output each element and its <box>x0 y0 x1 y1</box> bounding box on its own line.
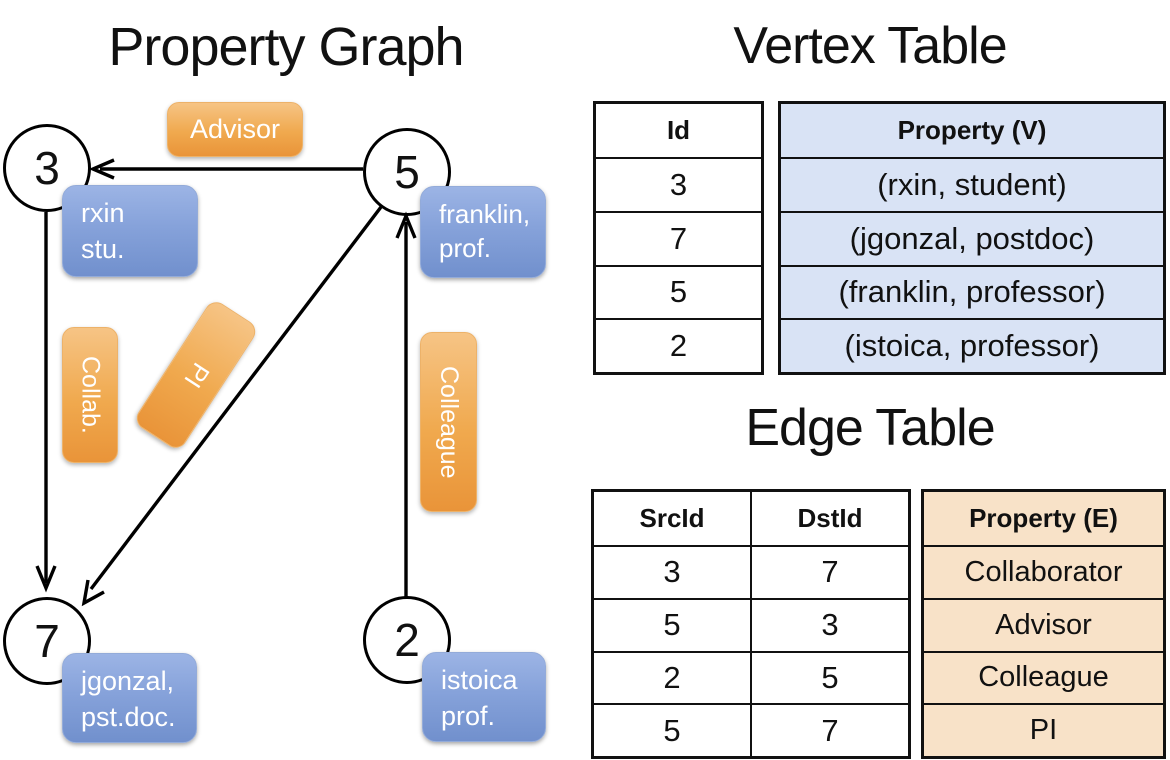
node-7-property-box: jgonzal, pst.doc. <box>62 653 197 743</box>
edge-table-property-cell: Collaborator <box>924 545 1163 598</box>
vertex-table-id-cell: 2 <box>596 318 761 372</box>
vertex-table-property-cell: (jgonzal, postdoc) <box>781 210 1163 265</box>
edge-table-header-row: SrcId DstId <box>594 492 908 545</box>
vertex-table-property-column: Property (V) (rxin, student) (jgonzal, p… <box>778 101 1166 375</box>
node-5-id: 5 <box>394 146 420 198</box>
edge-table-src-cell: 5 <box>663 712 681 748</box>
edge-table-id-columns: SrcId DstId 3 7 5 3 2 5 5 7 <box>591 489 911 759</box>
edge-table-title: Edge Table <box>745 399 995 457</box>
node-7-id: 7 <box>34 615 60 667</box>
node-3-property-box: rxin stu. <box>62 185 198 277</box>
edge-pi-5-to-7 <box>89 205 383 591</box>
node-5-property-box: franklin, prof. <box>420 186 546 278</box>
edge-label-advisor: Advisor <box>167 102 303 157</box>
edge-table-row: 2 5 <box>594 650 908 704</box>
node-5-property-line2: prof. <box>439 233 492 264</box>
node-5-property-line1: franklin, <box>439 199 531 229</box>
edge-table-dst-cell: 5 <box>750 652 908 704</box>
node-3-id: 3 <box>34 142 60 194</box>
vertex-table-property-cell: (rxin, student) <box>781 157 1163 211</box>
edge-table-row: 5 3 <box>594 597 908 651</box>
arrowhead-down-node-7 <box>35 565 57 593</box>
node-7-property-line1: jgonzal, <box>81 666 175 696</box>
edge-table-header-srcid: SrcId <box>639 503 705 533</box>
node-2-property-box: istoica prof. <box>422 652 546 742</box>
vertex-table-id-column: Id 3 7 5 2 <box>593 101 764 375</box>
node-2-property-line1: istoica <box>441 665 518 695</box>
edge-table-src-cell: 3 <box>663 554 681 590</box>
edge-table-property-column: Property (E) Collaborator Advisor Collea… <box>921 489 1166 759</box>
edge-table-property-cell: PI <box>924 703 1163 756</box>
edge-label-colleague: Colleague <box>420 332 477 512</box>
graph-edge-layer <box>35 158 417 607</box>
edge-table-src-cell: 5 <box>663 607 681 643</box>
edge-table-src-cell: 2 <box>663 659 681 695</box>
edge-table-property-cell: Colleague <box>924 650 1163 704</box>
node-7-property-line2: pst.doc. <box>81 701 176 732</box>
edge-table-dst-cell: 7 <box>750 705 908 756</box>
edge-label-collab: Collab. <box>62 327 118 463</box>
vertex-table-header-property: Property (V) <box>781 104 1163 157</box>
vertex-table-header-id: Id <box>666 115 691 145</box>
edge-table-row: 5 7 <box>594 703 908 756</box>
node-3-property-line1: rxin <box>81 198 125 228</box>
node-2-property-line2: prof. <box>441 700 496 731</box>
vertex-table-id-cell: 5 <box>596 264 761 319</box>
edge-table-dst-cell: 7 <box>750 547 908 598</box>
edge-table-row: 3 7 <box>594 545 908 598</box>
node-2-id: 2 <box>394 614 420 666</box>
arrowhead-diag-node-7 <box>81 579 105 607</box>
vertex-table-title: Vertex Table <box>733 17 1007 75</box>
property-graph-title: Property Graph <box>108 17 464 77</box>
vertex-table-property-cell: (franklin, professor) <box>781 264 1163 319</box>
vertex-table-id-cell: 7 <box>596 210 761 265</box>
graph-node-2: 2 <box>363 596 451 684</box>
edge-table-dst-cell: 3 <box>750 599 908 651</box>
vertex-table-property-cell: (istoica, professor) <box>781 318 1163 372</box>
arrowhead-up-node-5 <box>395 211 417 239</box>
edge-table-header-property: Property (E) <box>924 492 1163 545</box>
arrowhead-left-node-3 <box>88 158 115 180</box>
vertex-table-id-cell: 3 <box>596 157 761 211</box>
edge-table-property-cell: Advisor <box>924 597 1163 651</box>
edge-table-header-dstid: DstId <box>750 492 908 545</box>
node-3-property-line2: stu. <box>81 233 125 264</box>
